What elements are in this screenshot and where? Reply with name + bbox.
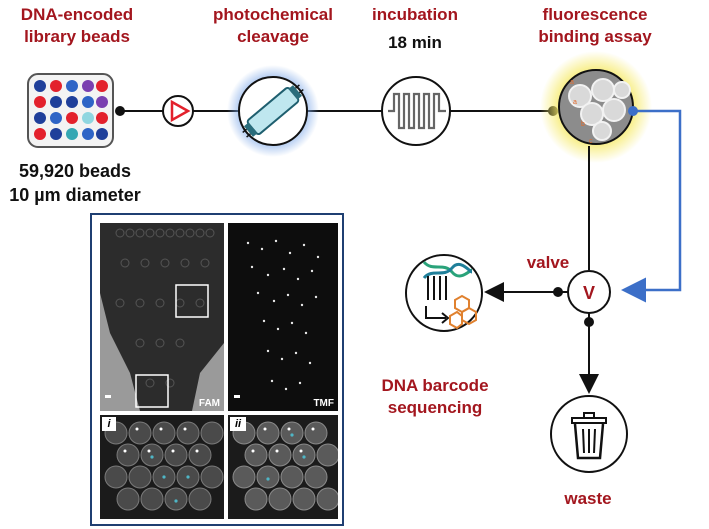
dna-sequencing-icon — [405, 254, 483, 332]
tmf-channel-label: TMF — [313, 398, 334, 409]
recycle-line — [621, 106, 682, 303]
waste-label: waste — [564, 489, 612, 508]
uv-lamp-icon — [227, 65, 319, 157]
junction-dot — [115, 106, 125, 116]
valve-node: V — [567, 270, 611, 314]
incubation-time: 18 min — [388, 33, 442, 52]
fam-panel: FAM — [100, 223, 224, 411]
svg-text:b: b — [581, 121, 585, 128]
fluorescence-assay-label: fluorescence binding assay — [538, 5, 652, 46]
sequencing-label: DNA barcode sequencing — [381, 376, 489, 417]
inset-ii-panel: ii — [228, 415, 338, 519]
inset-i-tag: i — [102, 417, 116, 431]
inset-i-panel: i — [100, 415, 224, 519]
valve-symbol: V — [583, 283, 595, 303]
svg-text:a: a — [570, 79, 574, 86]
fam-channel-label: FAM — [198, 398, 220, 409]
photochemical-cleavage-label: photochemical cleavage — [213, 5, 333, 46]
svg-text:a: a — [573, 99, 577, 106]
micrograph-figure: FAM TMF i — [90, 213, 344, 526]
tmf-panel: TMF — [228, 223, 338, 411]
valve-label: valve — [526, 253, 570, 272]
capillary-bundle-icon: a a b c — [540, 51, 652, 163]
incubation-label: incubation — [372, 5, 458, 24]
bead-count: 59,920 beads — [18, 161, 132, 181]
inset-ii-tag: ii — [230, 417, 246, 431]
bead-plate-icon — [27, 73, 114, 148]
bead-diameter: 10 µm diameter — [9, 185, 141, 205]
serpentine-channel-icon — [381, 76, 451, 146]
library-beads-label: DNA-encoded library beads — [20, 5, 134, 46]
pump-icon — [162, 95, 194, 127]
svg-text:c: c — [589, 138, 593, 145]
trash-icon — [550, 395, 628, 473]
